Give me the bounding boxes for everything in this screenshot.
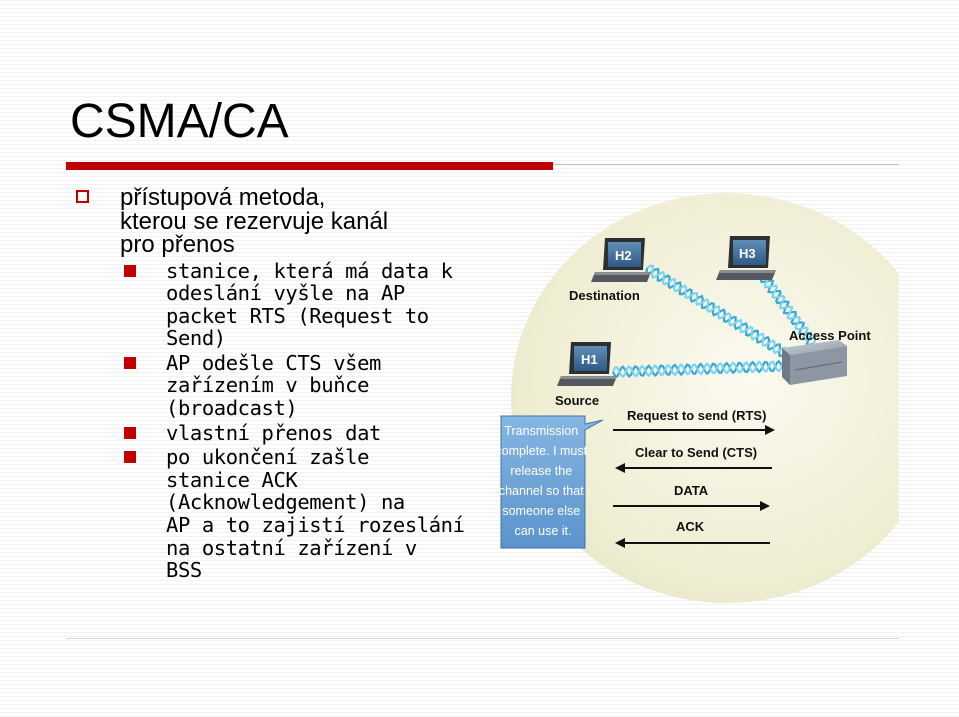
main-bullet-line: pro přenos [120, 231, 235, 258]
rts-label: Request to send (RTS) [627, 408, 766, 423]
filled-square-bullet-icon [124, 264, 136, 277]
sub-bullet-line: (broadcast) [166, 396, 298, 421]
csma-ca-diagram: H2 H3 H1 Destination Source Access Point [487, 180, 899, 613]
source-label: Source [555, 393, 599, 408]
sub-bullet-ack: po ukončení zašle stanice ACK (Acknowled… [72, 446, 482, 582]
wave-strand [646, 264, 788, 361]
filled-square-bullet-icon [124, 426, 136, 439]
cts-label: Clear to Send (CTS) [635, 445, 757, 460]
title-underline-red [66, 162, 553, 170]
h2-label: H2 [615, 248, 632, 263]
callout-line: can use it. [515, 524, 572, 538]
rts-arrow [613, 425, 775, 435]
filled-square-bullet-icon [124, 451, 136, 464]
sub-bullet-line: stanice ACK [166, 467, 298, 492]
sub-bullet-line: na ostatní zařízení v [166, 535, 417, 560]
sub-bullet-line: AP a to zajistí rozeslání [166, 513, 465, 538]
sub-bullet-line: BSS [166, 558, 202, 583]
title-underline-gray [553, 164, 899, 165]
destination-label: Destination [569, 288, 640, 303]
wave-strand [759, 275, 813, 347]
main-bullet-line: kterou se rezervuje kanál [120, 207, 389, 235]
sub-bullet-data: vlastní přenos dat [72, 422, 482, 445]
callout-line: channel so that [499, 484, 584, 498]
wave-ap-h2 [645, 264, 792, 361]
ack-arrow [615, 538, 770, 548]
hollow-square-bullet-icon [76, 190, 89, 203]
callout-line: Transmission [504, 424, 578, 438]
sub-bullet-line: (Acknowledgement) na [166, 490, 405, 515]
sub-bullet-line: Send) [166, 326, 226, 351]
wireless-waves [611, 264, 817, 379]
sub-bullet-line: vlastní přenos dat [166, 420, 381, 445]
callout-bubble [500, 415, 604, 549]
callout-line: someone else [502, 504, 580, 518]
h3-label: H3 [739, 246, 756, 261]
diagram-background [511, 193, 899, 603]
footer-rule [66, 638, 899, 639]
sub-bullet-rts: stanice, která má data k odeslání vyšle … [72, 258, 482, 351]
access-point-icon [782, 340, 847, 385]
main-bullet-line: přístupová metoda, [120, 184, 326, 211]
sub-bullet-cts: AP odešle CTS všem zařízením v buňce (br… [72, 352, 482, 420]
data-label: DATA [674, 483, 709, 498]
filled-square-bullet-icon [124, 356, 136, 369]
callout-line: release the [510, 464, 572, 478]
sub-bullet-line: packet RTS (Request to [166, 303, 429, 328]
access-point-label: Access Point [789, 328, 871, 343]
sub-bullet-line: stanice, která má data k [166, 258, 453, 283]
sub-bullet-line: AP odešle CTS všem [166, 350, 381, 375]
slide-title: CSMA/CA [70, 95, 289, 148]
sub-bullet-line: po ukončení zašle [166, 445, 370, 470]
wave-strand [611, 360, 786, 379]
laptop-h3-icon [716, 236, 776, 280]
cts-arrow [615, 463, 772, 473]
wave-strand [645, 267, 792, 358]
laptop-h2-icon [591, 238, 651, 282]
wave-ap-h3 [759, 274, 817, 347]
main-bullet: přístupová metoda, kterou se rezervuje k… [72, 186, 482, 257]
callout-line: complete. I must [495, 444, 587, 458]
wave-ap-h1 [611, 359, 787, 379]
laptop-h1-icon [557, 342, 617, 386]
sub-bullet-line: zařízením v buňce [166, 373, 370, 398]
ack-label: ACK [676, 519, 705, 534]
data-arrow [613, 501, 770, 511]
sub-bullet-line: odeslání vyšle na AP [166, 281, 405, 306]
h1-label: H1 [581, 352, 598, 367]
bullet-list: přístupová metoda, kterou se rezervuje k… [72, 186, 482, 582]
wave-strand [762, 274, 817, 345]
callout-text: Transmission complete. I must release th… [495, 424, 590, 538]
